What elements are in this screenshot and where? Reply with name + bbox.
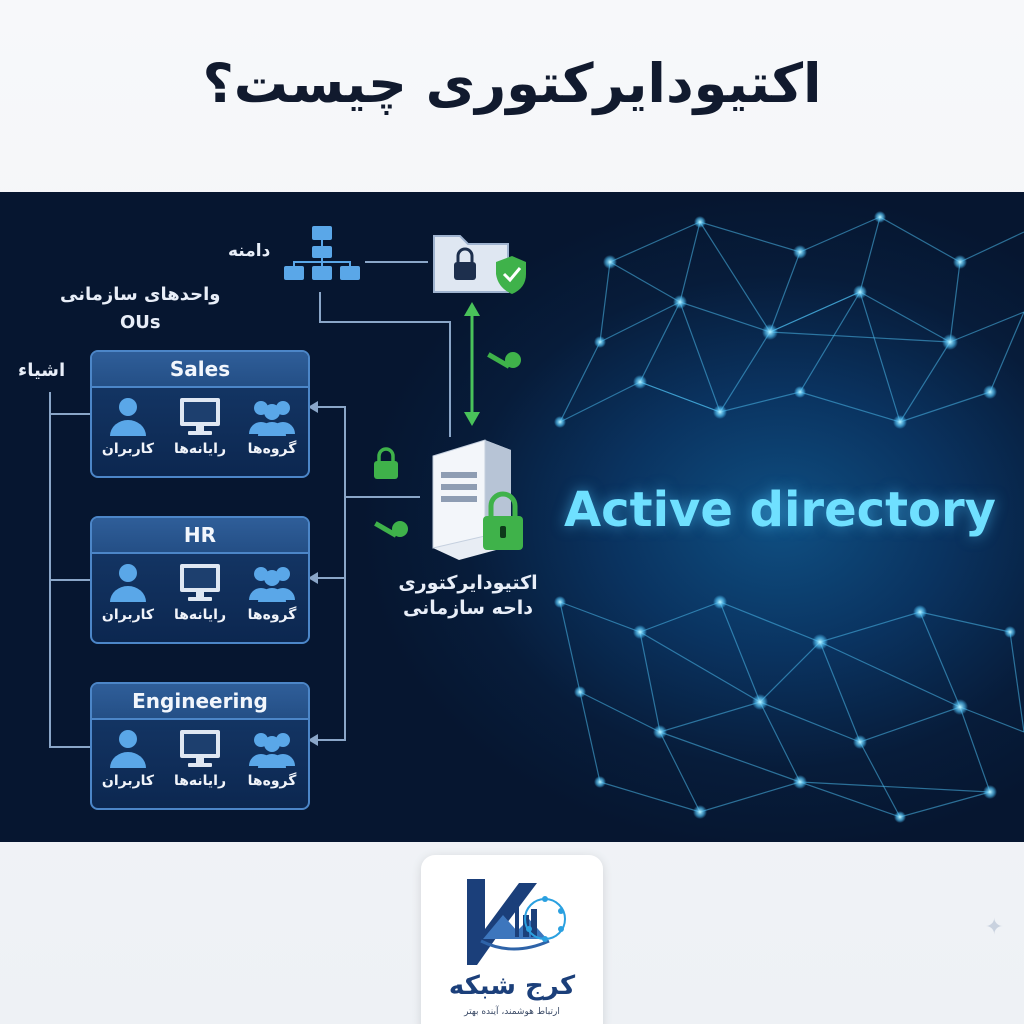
ou-item-label: رایانه‌ها [173, 441, 227, 457]
ou-item-label: گروه‌ها [247, 607, 297, 623]
key-icon [374, 521, 408, 538]
page-title: اکتیودایرکتوری چیست؟ [202, 52, 822, 115]
ou-box-hr: HR گروه‌ها رایانه‌ها کاربران [90, 516, 310, 644]
ou-item-users: کاربران [95, 396, 161, 457]
network-mesh-background [49, 211, 1024, 823]
groups-icon [249, 567, 295, 602]
brand-logo-card: کرج شبکه ارتباط هوشمند، آینده بهتر [421, 855, 603, 1024]
key-icon [487, 352, 521, 369]
diagram-panel: دامنه واحدهای سازمانی OUs اشیاء اکتیودای… [0, 192, 1024, 842]
domain-hierarchy-icon [284, 226, 360, 280]
users-icon [110, 398, 146, 436]
ou-title: HR [92, 518, 308, 554]
groups-icon [249, 733, 295, 768]
ou-item-groups: گروه‌ها [239, 728, 305, 789]
computer-icon [180, 730, 220, 767]
groups-icon [249, 401, 295, 436]
ou-item-label: رایانه‌ها [173, 773, 227, 789]
ou-title: Sales [92, 352, 308, 388]
active-directory-banner: Active directory [564, 482, 996, 538]
secure-folder-icon [433, 235, 526, 294]
ou-item-label: رایانه‌ها [173, 607, 227, 623]
sparkle-icon: ✦ [985, 915, 1004, 940]
ous-label-fa: واحدهای سازمانی [60, 284, 221, 305]
ou-item-computers: رایانه‌ها [167, 562, 233, 623]
server-label-line1: اکتیودایرکتوری [398, 572, 538, 594]
objects-label: اشیاء [18, 360, 66, 381]
ou-item-computers: رایانه‌ها [167, 396, 233, 457]
ou-item-label: کاربران [101, 607, 155, 623]
ous-label-en: OUs [120, 312, 161, 333]
ou-item-label: کاربران [101, 773, 155, 789]
ou-item-users: کاربران [95, 562, 161, 623]
ou-item-users: کاربران [95, 728, 161, 789]
computer-icon [180, 564, 220, 601]
brand-tagline: ارتباط هوشمند، آینده بهتر [464, 1007, 560, 1017]
ou-item-label: گروه‌ها [247, 441, 297, 457]
ou-box-engineering: Engineering گروه‌ها رایانه‌ها کاربران [90, 682, 310, 810]
server-icon [432, 439, 523, 560]
brand-logo-icon [467, 879, 566, 965]
ou-item-label: گروه‌ها [247, 773, 297, 789]
ou-item-computers: رایانه‌ها [167, 728, 233, 789]
computer-icon [180, 398, 220, 435]
users-icon [110, 730, 146, 768]
users-icon [110, 564, 146, 602]
brand-name: کرج شبکه [448, 971, 576, 1001]
lock-icon [374, 447, 398, 479]
ou-title: Engineering [92, 684, 308, 720]
ou-item-groups: گروه‌ها [239, 396, 305, 457]
domain-label: دامنه [228, 241, 271, 261]
ou-item-groups: گروه‌ها [239, 562, 305, 623]
ou-box-sales: Sales گروه‌ها رایانه‌ها کاربران [90, 350, 310, 478]
server-label-line2: داحه سازمانی [402, 597, 534, 619]
ou-item-label: کاربران [101, 441, 155, 457]
